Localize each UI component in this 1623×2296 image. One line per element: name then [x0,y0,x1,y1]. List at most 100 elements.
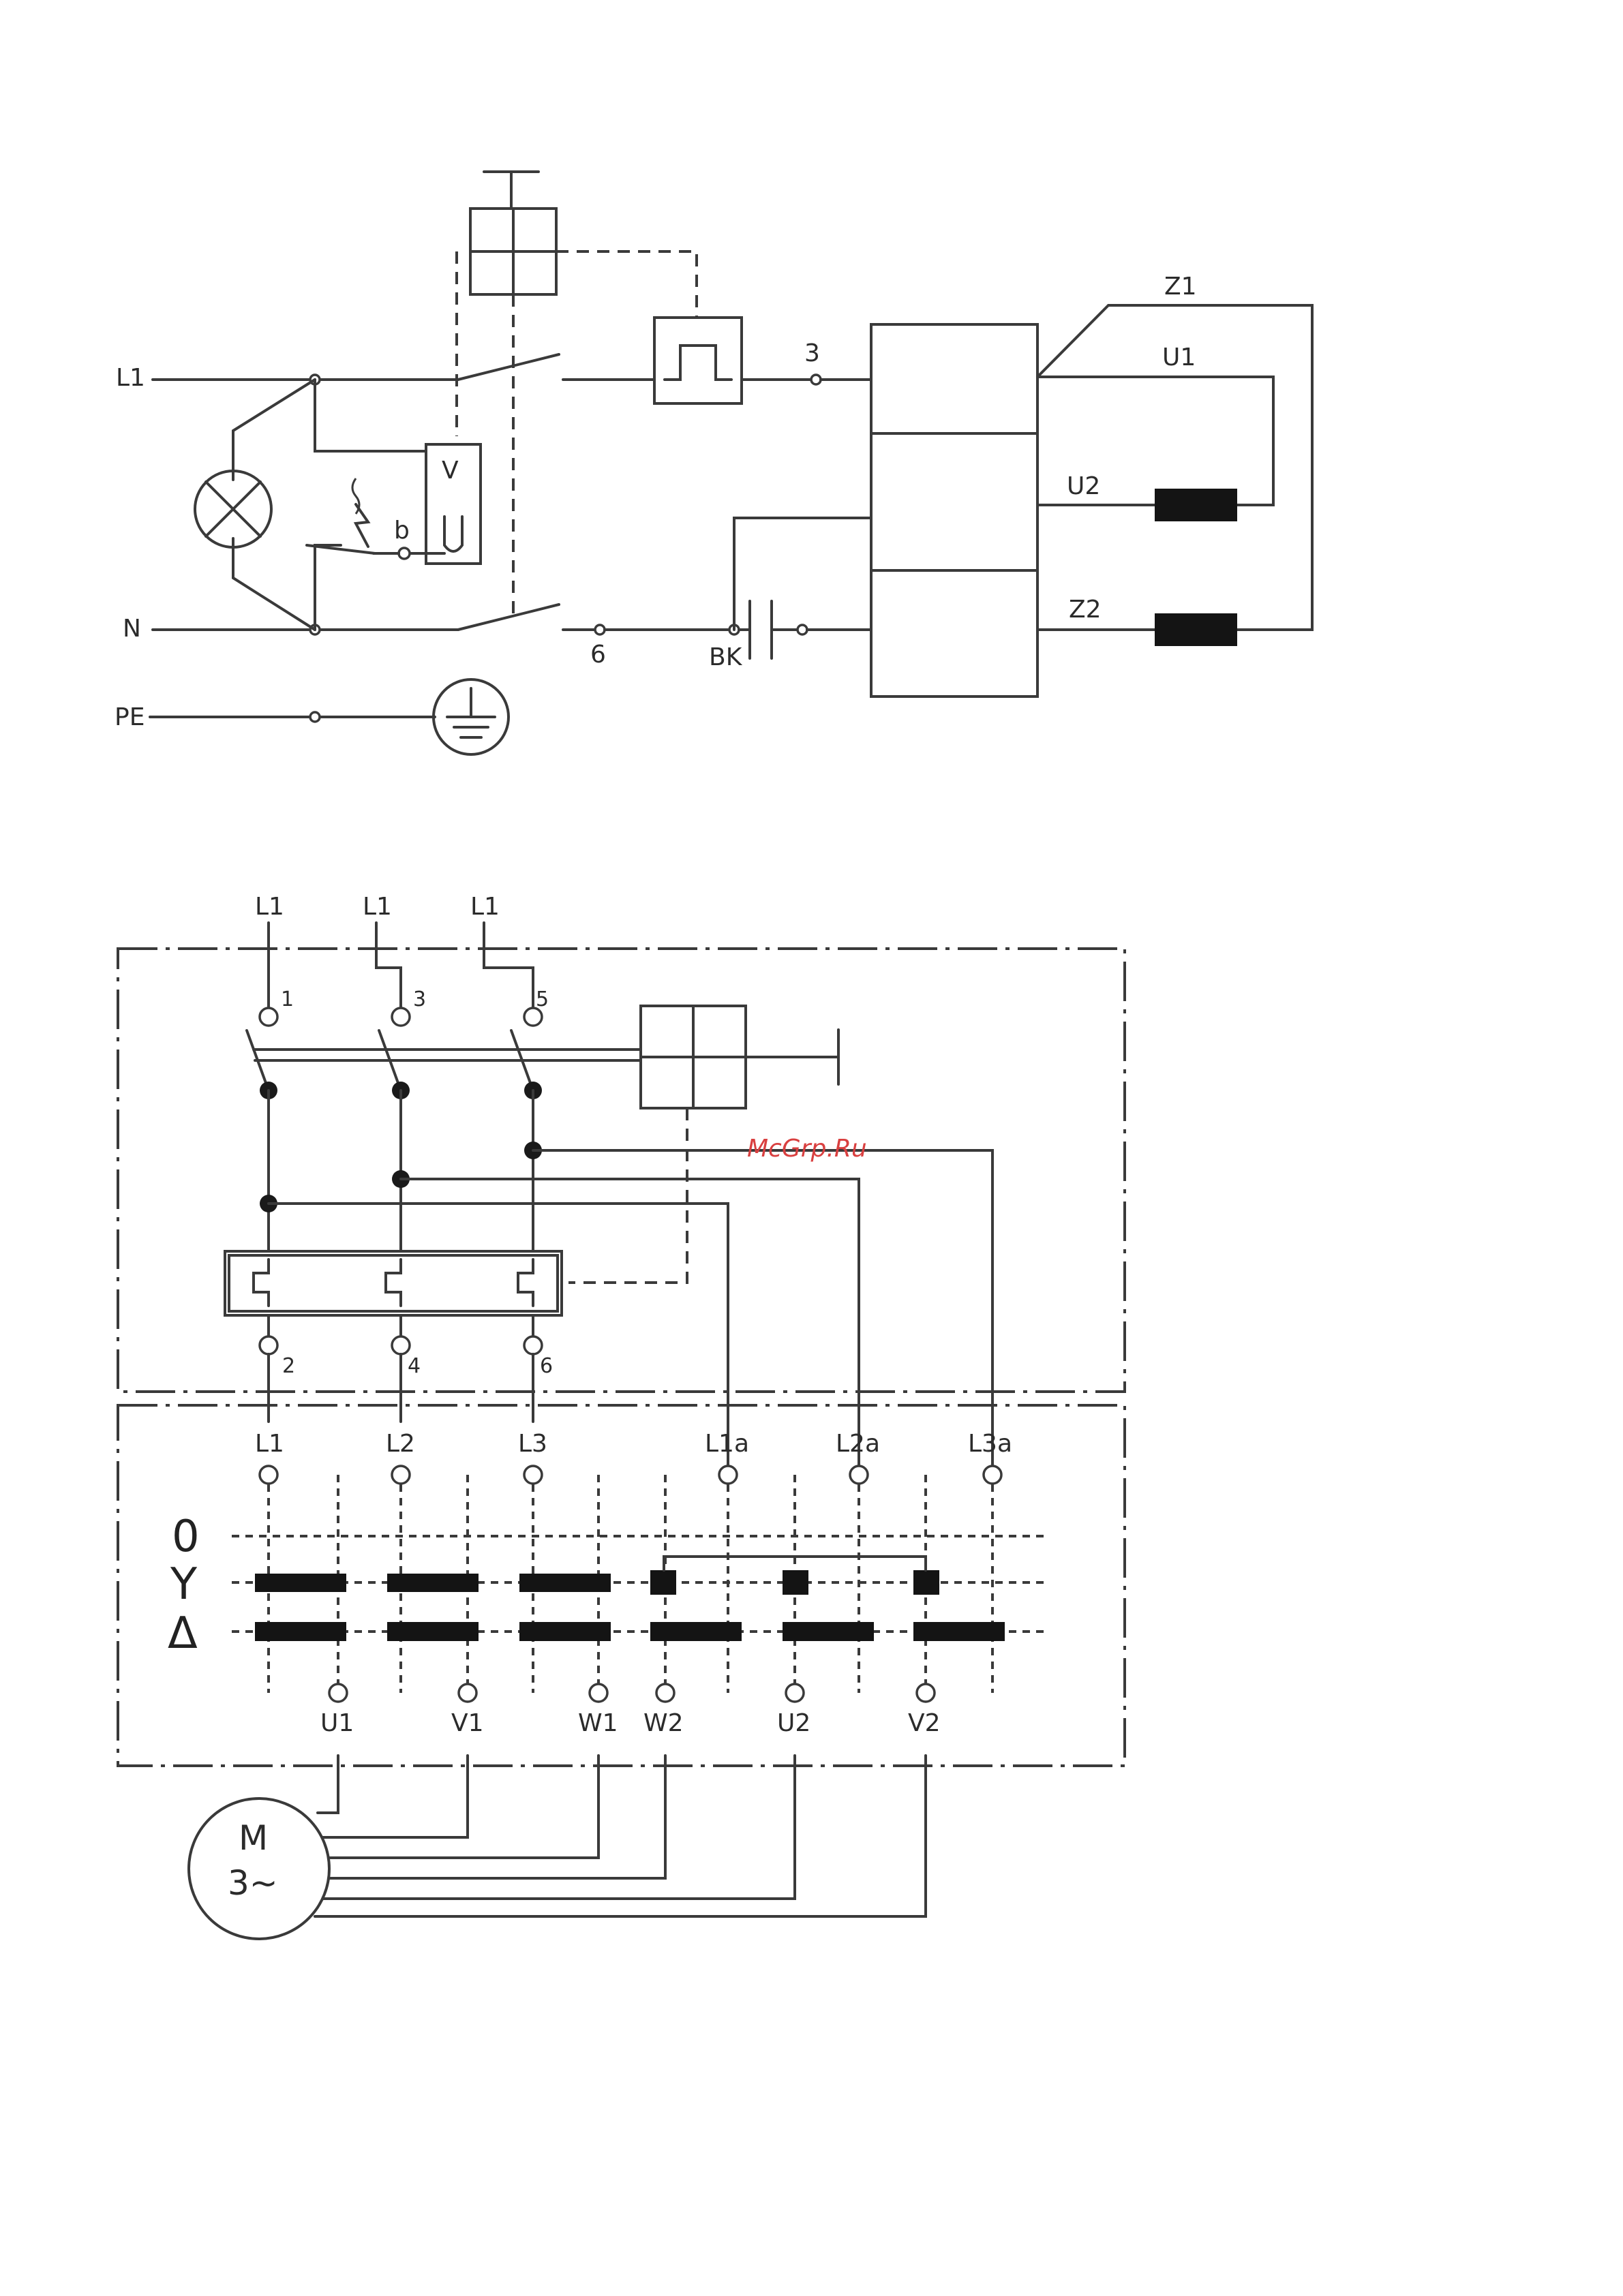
output-label-w1: W1 [578,1709,618,1737]
relay-feed [315,380,426,451]
terminal-3-label: 3 [413,988,426,1011]
delta-contact-3 [519,1622,611,1641]
output-u2 [786,1684,804,1702]
output-v2 [917,1684,935,1702]
terminal-1-label: 1 [281,988,294,1011]
star-bridge-4 [650,1570,676,1595]
input-label-l3: L3 [518,1430,547,1458]
terminal-1 [260,1008,277,1026]
lead-v1 [320,1766,468,1837]
delta-contact-5 [783,1622,874,1641]
delta-contact-2 [387,1622,479,1641]
input-label-l3a: L3a [968,1430,1012,1458]
relay-v-label: V [442,457,459,485]
terminal-2-label: 2 [282,1354,295,1378]
heat-wave-icon [352,478,359,514]
output-w1 [590,1684,607,1702]
node-3-label: 3 [804,339,820,367]
single-phase-control-diagram: L1 N PE V b 6 [115,172,1312,754]
supply-label-3: L1 [470,893,500,921]
input-l2a [850,1466,868,1484]
watermark: McGrp.Ru [747,1135,867,1163]
contact-b-feed [315,545,341,630]
branch-l2a [401,1179,859,1465]
output-u1 [329,1684,347,1702]
output-v1 [459,1684,476,1702]
cap-terminal [798,625,807,634]
motor-terminal-block [871,324,1037,697]
delta-contact-1 [255,1622,346,1641]
capacitor-icon [750,601,772,658]
input-l3 [524,1466,542,1484]
star-contact-3 [519,1574,611,1592]
position-off-icon: 0 [172,1512,200,1562]
main-winding [1155,489,1237,521]
contact-b-label: b [394,517,410,545]
position-star-icon: Y [170,1559,198,1610]
input-label-l1: L1 [255,1430,284,1458]
output-label-w2: W2 [643,1709,684,1737]
winding-label-u2: U2 [1067,472,1100,500]
lead-w2 [323,1766,665,1878]
supply-wire-2 [376,923,401,1011]
node-3 [811,375,821,384]
linkage-c [556,251,697,318]
star-contact-2 [387,1574,479,1592]
node-6 [595,625,605,634]
label-n: N [123,615,141,643]
winding-label-z2: Z2 [1069,596,1102,624]
terminal-6-label: 6 [540,1354,553,1378]
terminal-6 [524,1336,542,1354]
star-delta-switch-diagram: L1 L1 L1 1 3 5 [118,893,1125,1939]
output-label-u1: U1 [320,1709,354,1737]
terminal-4 [392,1336,410,1354]
terminal-4-label: 4 [408,1354,421,1378]
output-w2 [656,1684,674,1702]
supply-label-2: L1 [363,893,392,921]
lamp-feed-top [233,380,315,480]
lead-w1 [323,1766,598,1858]
output-label-u2: U2 [777,1709,810,1737]
terminal-5-label: 5 [536,988,549,1011]
node-bk-label: BK [709,643,743,671]
input-label-l2a: L2a [836,1430,880,1458]
input-label-l2: L2 [386,1430,415,1458]
lamp-feed-bottom [233,538,315,630]
aux-winding [1155,613,1237,646]
switch-contact-l1 [458,354,559,380]
terminal-2 [260,1336,277,1354]
contact-b-terminal [399,548,410,559]
pe-node [310,712,320,722]
terminal-3 [392,1008,410,1026]
star-bridge-6 [913,1570,939,1595]
branch-l1a [269,1204,728,1465]
branch-l3a [533,1150,992,1465]
delta-contact-6 [913,1622,1005,1641]
winding-label-u1: U1 [1162,343,1196,371]
label-l1: L1 [116,364,145,392]
output-label-v2: V2 [908,1709,941,1737]
output-label-v1: V1 [451,1709,484,1737]
lead-v2 [315,1766,926,1916]
label-pe: PE [115,703,145,731]
input-l1a [719,1466,737,1484]
supply-label-1: L1 [255,893,284,921]
motor-label-m: M [239,1818,268,1858]
breaker-linkage [568,1108,687,1283]
indicator-lamp-icon [195,471,271,547]
input-label-l1a: L1a [705,1430,749,1458]
switch-contact-n [458,604,559,630]
star-bridge-5 [783,1570,808,1595]
node-6-label: 6 [590,641,606,669]
winding-label-z1: Z1 [1164,273,1197,301]
supply-wire-3 [484,923,533,1011]
input-l2 [392,1466,410,1484]
bk-bypass [734,518,871,630]
delta-contact-4 [650,1622,742,1641]
earth-icon [434,679,509,754]
star-contact-1 [255,1574,346,1592]
position-delta-icon: Δ [168,1608,198,1659]
lead-u1 [318,1766,338,1813]
thermal-overload-block [225,1251,562,1315]
